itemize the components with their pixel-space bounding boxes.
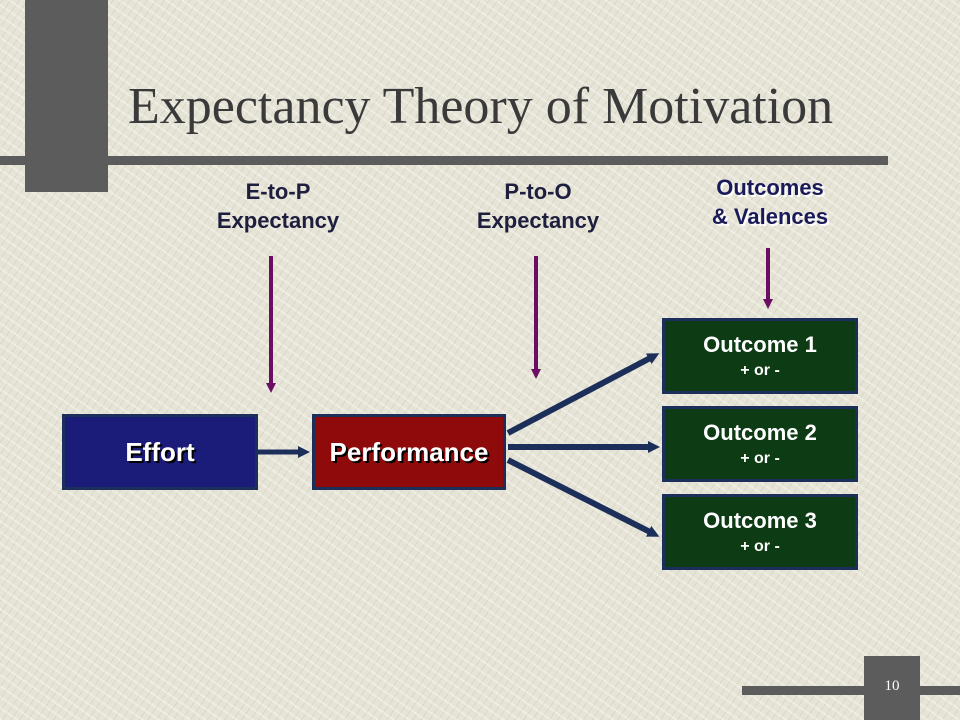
outcome-1-valence: + or - [740, 362, 780, 380]
outcome-1-box: Outcome 1 + or - [662, 318, 858, 394]
outcomes-valences-label-line1: Outcomes [716, 175, 824, 200]
outcome-3-valence: + or - [740, 538, 780, 556]
e-to-p-expectancy-label: E-to-P Expectancy [188, 178, 368, 235]
outcome-2-valence: + or - [740, 450, 780, 468]
outcome-3-box: Outcome 3 + or - [662, 494, 858, 570]
performance-label: Performance [329, 436, 489, 467]
outcome-3-name: Outcome 3 [703, 507, 817, 533]
decorative-line-bottom [742, 686, 960, 695]
e-to-p-label-line1: E-to-P [245, 179, 311, 204]
decorative-line-top [0, 156, 888, 165]
p-to-o-expectancy-label: P-to-O Expectancy [448, 178, 628, 235]
outcomes-valences-label: Outcomes & Valences [680, 174, 860, 231]
slide-title: Expectancy Theory of Motivation [128, 78, 834, 135]
performance-box: Performance [312, 414, 506, 490]
effort-label: Effort [125, 436, 195, 467]
slide-number: 10 [884, 678, 900, 694]
performance-to-outcome-3-arrow [506, 457, 660, 537]
effort-box: Effort [62, 414, 258, 490]
outcome-2-name: Outcome 2 [703, 419, 817, 445]
p-to-o-label-line2: Expectancy [476, 207, 600, 233]
outcome-2-box: Outcome 2 + or - [662, 406, 858, 482]
e-to-p-label-line2: Expectancy [216, 207, 340, 233]
p-to-o-label-line1: P-to-O [504, 179, 572, 204]
outcome-1-name: Outcome 1 [703, 331, 817, 357]
performance-to-outcome-1-arrow [506, 353, 660, 436]
outcomes-valences-label-line2: & Valences [711, 203, 829, 229]
